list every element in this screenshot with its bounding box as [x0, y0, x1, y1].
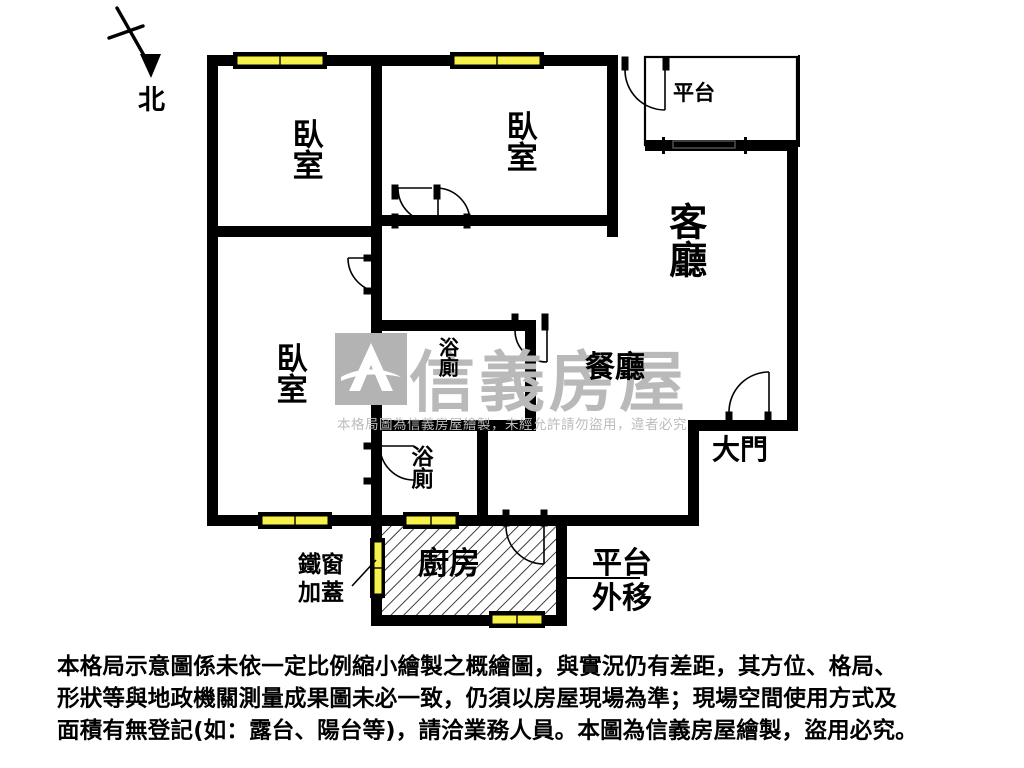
door-bathroom-upper — [511, 313, 549, 363]
room-label-bathroom-upper: 浴廁 — [435, 337, 460, 377]
room-label-bedroom-top-left: 臥室 — [286, 118, 323, 180]
annotation-iron-window: 鐵窗 加蓋 — [298, 552, 344, 606]
north-arrow-icon — [107, 6, 161, 78]
room-label-bedroom-lower-left: 臥室 — [270, 342, 307, 404]
annotation-balcony-extended: 平台 外移 — [592, 546, 652, 617]
door-bathroom-lower — [363, 442, 415, 485]
door-kitchen — [502, 509, 548, 565]
window-kitchen-west-iron — [370, 538, 385, 598]
room-label-dining-room: 餐廳 — [585, 350, 645, 385]
door-bedroom-top-left — [391, 184, 433, 229]
disclaimer-line-2: 形狀等與地政機關測量成果圖未必一致，仍須以房屋現場為準；現場空間使用方式及 — [57, 685, 897, 712]
window-bedroom-lower-left — [258, 512, 332, 529]
window-kitchen-north — [403, 512, 459, 529]
room-label-bedroom-top-right: 臥室 — [500, 110, 537, 172]
room-label-balcony-top: 平台 — [673, 81, 715, 105]
kitchen-hatch-fill — [382, 526, 556, 615]
door-bedroom-top-right — [433, 184, 471, 229]
window-kitchen-south — [489, 611, 545, 628]
window-balcony-rail — [662, 137, 747, 154]
room-label-bathroom-lower: 浴廁 — [407, 445, 433, 489]
leader-iron-window — [351, 559, 377, 587]
compass-north-label: 北 — [138, 85, 165, 116]
window-bedroom-top-left — [233, 52, 327, 69]
leader-line-group — [351, 559, 640, 587]
door-balcony — [621, 56, 670, 111]
door-group — [347, 56, 772, 565]
annotation-main-door: 大門 — [712, 433, 769, 466]
room-label-kitchen: 廚房 — [418, 546, 480, 582]
disclaimer-text: 本格局示意圖係未依一定比例縮小繪製之概繪圖，與實況仍有差距，其方位、格局、 形狀… — [57, 652, 977, 748]
window-bedroom-top-right — [450, 52, 544, 69]
disclaimer-line-3: 面積有無登記(如：露台、陽台等)，請洽業務人員。本圖為信義房屋繪製，盜用必究。 — [57, 717, 918, 744]
door-bedroom-lower-left — [347, 254, 381, 295]
room-label-living-room: 客廳 — [662, 202, 707, 278]
disclaimer-line-1: 本格局示意圖係未依一定比例縮小繪製之概繪圖，與實況仍有差距，其方位、格局、 — [57, 654, 897, 680]
door-main-entrance — [725, 371, 772, 429]
window-group — [233, 52, 747, 628]
